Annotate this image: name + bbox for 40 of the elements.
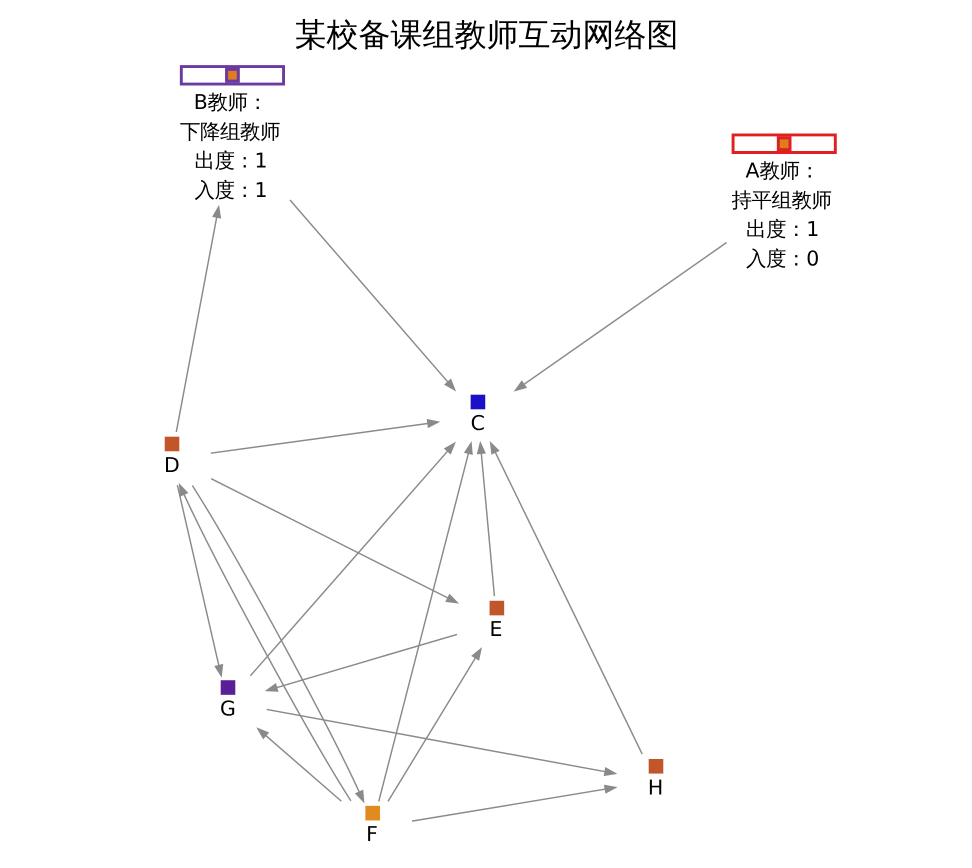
node-box	[489, 600, 504, 616]
arrow	[264, 634, 457, 692]
node-label: B教师：	[193, 90, 268, 114]
arrow	[489, 440, 642, 754]
arrow	[210, 418, 440, 454]
node-label: F	[366, 822, 378, 846]
node-box	[364, 806, 380, 820]
arrow	[191, 485, 364, 804]
node-label: 入度：0	[746, 246, 819, 270]
arrow	[210, 478, 459, 604]
node-label: 出度：1	[746, 217, 819, 242]
node-label: G	[219, 696, 236, 721]
node-box	[648, 758, 663, 774]
arrow	[256, 727, 342, 802]
node-box	[731, 134, 836, 154]
node-label: 出度：1	[194, 148, 267, 173]
node-label: H	[647, 775, 663, 800]
node-box	[179, 65, 285, 86]
arrow	[288, 200, 456, 392]
node-box	[470, 394, 485, 410]
node-label: A教师：	[744, 158, 819, 183]
diagram-title: 某校备课组教师互动网络图	[294, 15, 678, 54]
node-label: C	[470, 411, 484, 436]
arrow	[176, 484, 223, 678]
node-label: E	[489, 617, 502, 642]
node-label: 下降组教师	[179, 119, 280, 144]
node-label: 入度：1	[194, 178, 267, 202]
node-box	[220, 680, 235, 695]
node-box	[164, 436, 179, 452]
arrow	[266, 708, 617, 776]
arrow	[378, 441, 472, 802]
arrow	[386, 647, 482, 802]
node-label: 持平组教师	[731, 188, 832, 212]
arrow	[513, 242, 726, 392]
arrow	[178, 482, 351, 802]
node-label: D	[163, 453, 180, 478]
arrow	[476, 440, 495, 596]
arrow	[249, 442, 456, 676]
arrow	[175, 204, 221, 432]
arrow	[411, 784, 618, 822]
